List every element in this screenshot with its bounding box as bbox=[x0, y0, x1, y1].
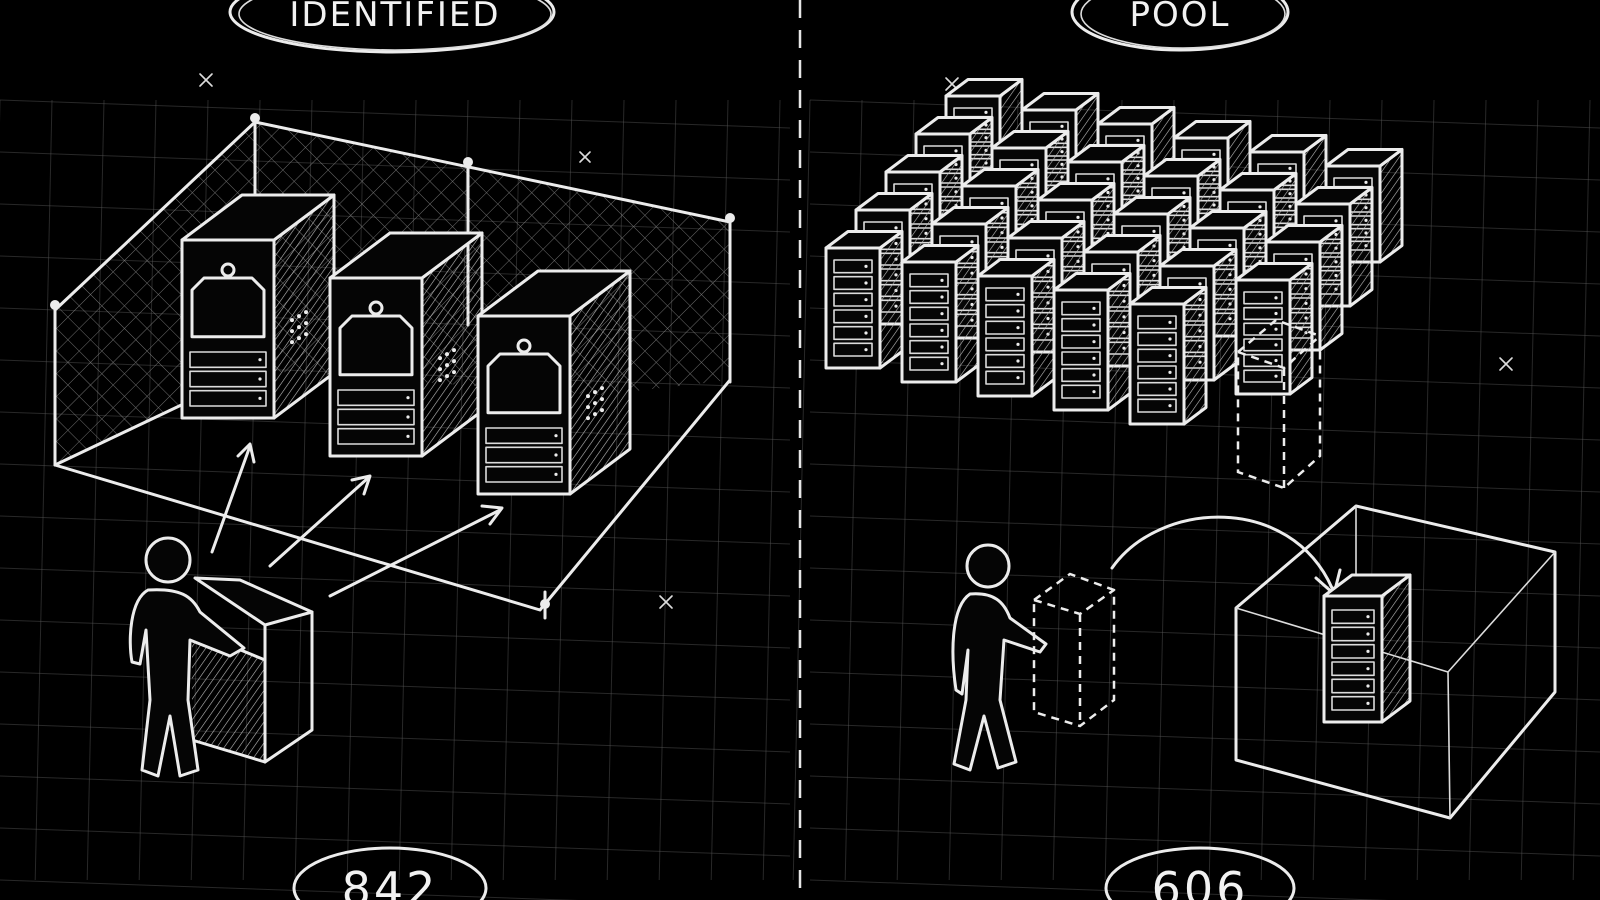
assignment-arrows bbox=[210, 442, 504, 598]
handler-person-icon bbox=[951, 543, 1048, 772]
server-rack-icon bbox=[1052, 272, 1132, 412]
arrow-icon bbox=[268, 474, 372, 568]
right-panel: POOL bbox=[824, 0, 1557, 900]
tagged-servers bbox=[180, 193, 632, 496]
operator-person-icon bbox=[128, 536, 314, 778]
left-panel: IDENTIFIED bbox=[50, 0, 735, 900]
arrow-icon bbox=[210, 442, 256, 554]
tag-icon bbox=[190, 262, 266, 339]
placed-server bbox=[1322, 573, 1412, 724]
server-pool bbox=[824, 78, 1404, 426]
server-rack-icon bbox=[180, 193, 336, 420]
empty-pool-slot bbox=[1236, 318, 1322, 490]
left-count-badge: 842 bbox=[292, 846, 488, 900]
left-count: 842 bbox=[342, 862, 439, 900]
server-rack-icon bbox=[900, 244, 980, 384]
left-label-badge: IDENTIFIED bbox=[228, 0, 556, 54]
arrow-icon bbox=[328, 504, 504, 598]
tag-icon bbox=[338, 300, 414, 377]
right-label: POOL bbox=[1130, 0, 1231, 35]
carried-server-outline bbox=[1032, 572, 1116, 728]
server-rack-icon bbox=[476, 269, 632, 496]
left-label: IDENTIFIED bbox=[289, 0, 500, 35]
sparkle-marks-left bbox=[199, 73, 673, 609]
server-rack-icon bbox=[328, 231, 484, 458]
server-rack-icon bbox=[1322, 573, 1412, 724]
server-rack-icon bbox=[976, 258, 1056, 398]
server-rack-icon bbox=[824, 230, 904, 370]
right-count-badge: 606 bbox=[1104, 846, 1296, 900]
right-count: 606 bbox=[1152, 862, 1249, 900]
right-label-badge: POOL bbox=[1070, 0, 1290, 52]
console-desk bbox=[190, 576, 314, 764]
tag-icon bbox=[486, 338, 562, 415]
server-rack-icon bbox=[1128, 286, 1208, 426]
